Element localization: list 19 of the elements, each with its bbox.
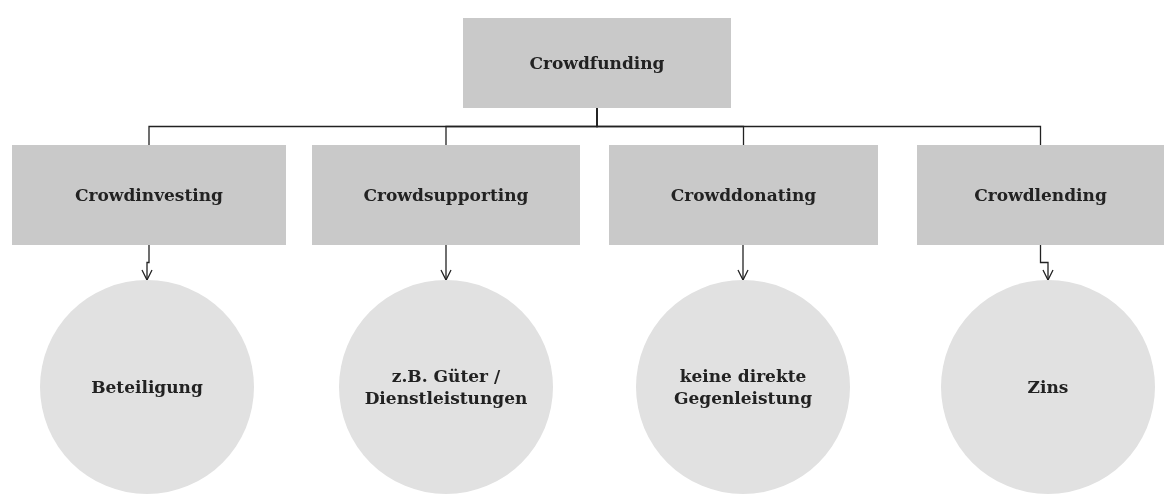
node-label: keine direkte Gegenleistung: [672, 364, 814, 410]
node-label: Zins: [1027, 375, 1069, 399]
node-label: Crowdlending: [974, 183, 1107, 207]
node-label: Crowdfunding: [529, 51, 665, 75]
node-label: Crowddonating: [670, 183, 817, 207]
node-label: Crowdinvesting: [75, 183, 223, 207]
category-box: [917, 145, 1164, 245]
arrow: [1039, 244, 1054, 281]
category-box: [463, 18, 731, 108]
node-label: Beteiligung: [91, 375, 203, 399]
arrow: [141, 244, 153, 281]
node-label: z.B. Güter / Dienstleistungen: [363, 364, 529, 410]
category-box: [12, 145, 286, 245]
node-label: Crowdsupporting: [363, 183, 529, 207]
connector-line: [596, 107, 1042, 146]
arrow: [440, 244, 452, 281]
category-box: [609, 145, 878, 245]
arrow: [737, 244, 749, 281]
category-box: [312, 145, 580, 245]
